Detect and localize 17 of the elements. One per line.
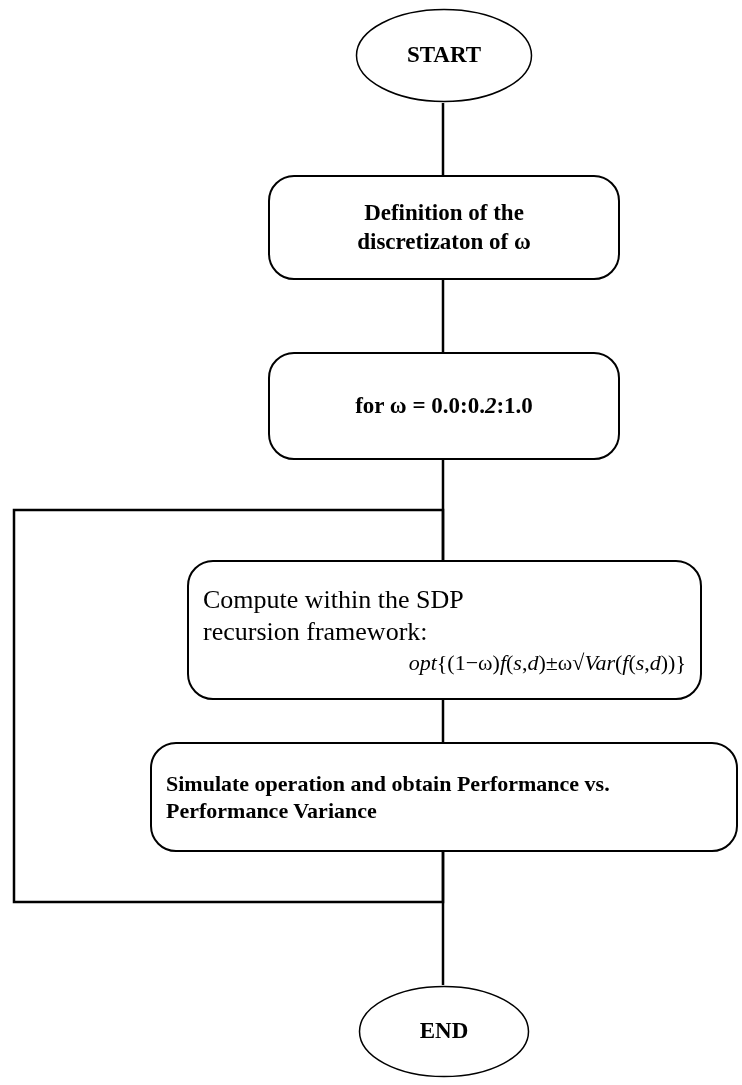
terminal-oval: [355, 8, 533, 103]
node-label: for ω = 0.0:0.2:1.0: [355, 391, 533, 420]
formula: opt{(1−ω)f(s,d)±ω√Var(f(s,d))}: [408, 648, 686, 677]
node-label: Simulate operation and obtain Performance vs. Performance Variance: [166, 769, 611, 825]
process-box: [150, 742, 738, 852]
node-label: END: [419, 1017, 469, 1046]
node-label: Definition of the discretizaton of ω: [356, 198, 532, 256]
process-box: [268, 352, 620, 460]
connector-line: [441, 280, 445, 352]
connector-line: [441, 700, 445, 742]
terminal-oval: [358, 985, 530, 1078]
connector-line: [12, 508, 445, 904]
node-label: START: [406, 41, 482, 70]
node-label: Compute within the SDP recursion framework:: [203, 583, 464, 649]
process-box: [187, 560, 702, 700]
process-box: [268, 175, 620, 280]
connector-line: [441, 103, 445, 175]
